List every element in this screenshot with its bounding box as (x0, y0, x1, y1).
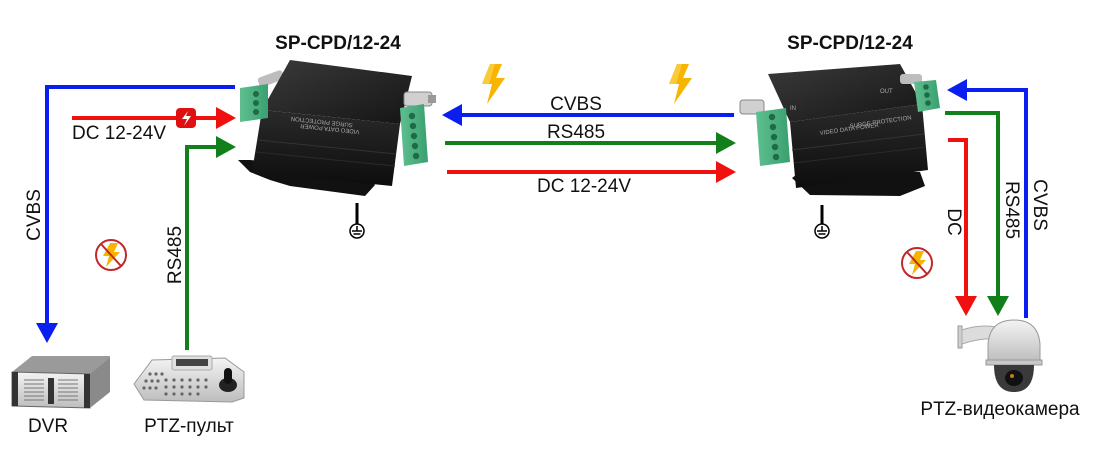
ptz-console-label: PTZ-пульт (144, 416, 234, 437)
right-dc-line: DC (943, 138, 977, 316)
surge-protector-left: SP-CPD/12-24 VIDEO DATA POWER SURGE PROT… (238, 33, 436, 239)
mid-rs485-label: RS485 (547, 122, 605, 143)
no-lightning-icon (901, 247, 933, 279)
dvr-device: DVR (11, 356, 110, 437)
right-rs485-label: RS485 (1001, 181, 1022, 239)
dvr-label: DVR (28, 416, 68, 437)
lightning-icon (669, 64, 692, 104)
port-out-label: OUT (880, 89, 893, 95)
left-rs485-line: RS485 (165, 136, 236, 350)
power-fuse-icon (176, 108, 196, 128)
left-dc-line: DC 12-24V (72, 107, 236, 144)
ptz-console-device: PTZ-пульт (133, 355, 245, 437)
ptz-camera-label: PTZ-видеокамера (920, 399, 1080, 420)
right-cvbs-line: CVBS (947, 79, 1050, 318)
mid-rs485-line: RS485 (445, 122, 736, 154)
left-cvbs-label: CVBS (24, 189, 45, 241)
left-rs485-label: RS485 (165, 226, 186, 284)
no-lightning-icon (95, 239, 127, 271)
right-rs485-line: RS485 (945, 111, 1022, 316)
lightning-icon (482, 64, 505, 104)
protector-left-title: SP-CPD/12-24 (275, 33, 401, 54)
ptz-camera-device: PTZ-видеокамера (920, 319, 1080, 420)
mid-cvbs-label: CVBS (550, 94, 602, 115)
ground-icon (349, 203, 365, 239)
mid-cvbs-line: CVBS (442, 94, 734, 126)
mid-dc-label: DC 12-24V (537, 176, 631, 197)
mid-dc-line: DC 12-24V (447, 161, 736, 197)
right-cvbs-label: CVBS (1029, 179, 1050, 231)
port-in-label: IN (790, 106, 796, 112)
surge-protector-right: SP-CPD/12-24 VIDEO DATA POWER SURGE PROT… (739, 33, 940, 239)
left-dc-label: DC 12-24V (72, 123, 166, 144)
ground-icon (814, 205, 830, 239)
left-cvbs-line: CVBS (24, 85, 235, 343)
right-dc-label: DC (943, 208, 964, 235)
protector-right-title: SP-CPD/12-24 (787, 33, 913, 54)
